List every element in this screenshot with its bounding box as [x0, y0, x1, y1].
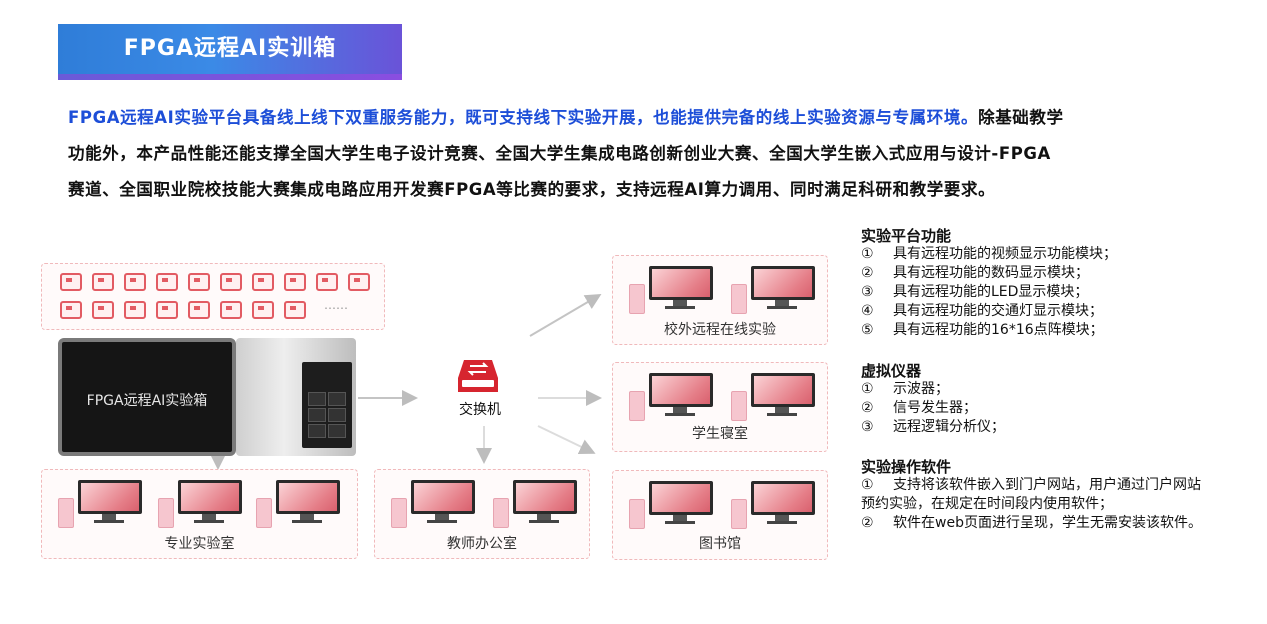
teacher-office-box: 教师办公室 [374, 469, 590, 559]
server-front-panel [302, 362, 352, 448]
virtual-instruments-title: 虚拟仪器 [861, 362, 922, 380]
chip-icon [156, 273, 178, 291]
chip-icon [252, 273, 274, 291]
arrow-switch-to-remote [529, 293, 602, 337]
computer-icon [158, 480, 246, 528]
computer-icon [629, 373, 717, 421]
chip-icon [348, 273, 370, 291]
computer-icon [493, 480, 581, 528]
office-box-label: 教师办公室 [447, 536, 517, 552]
intro-line-1: FPGA远程AI实验平台具备线上线下双重服务能力，既可支持线下实验开展，也能提供… [68, 100, 1248, 136]
intro-line1-rest: 除基础教学 [978, 108, 1064, 127]
remote-box-label: 校外远程在线实验 [664, 322, 776, 338]
chip-icon [284, 273, 306, 291]
professional-lab-box: 专业实验室 [41, 469, 358, 559]
computer-icon [58, 480, 146, 528]
student-dorm-box: 学生寝室 [612, 362, 828, 452]
chip-icon [92, 273, 114, 291]
computer-icon [731, 373, 819, 421]
banner-title: FPGA远程AI实训箱 [123, 36, 337, 61]
library-box-label: 图书馆 [699, 536, 741, 552]
intro-paragraph: FPGA远程AI实验平台具备线上线下双重服务能力，既可支持线下实验开展，也能提供… [68, 100, 1248, 208]
computer-icon [731, 481, 819, 529]
chip-icon [156, 301, 178, 319]
software-item-continued: 预约实验，在规定在时间段内使用软件； [861, 496, 1113, 512]
chip-icon [124, 301, 146, 319]
chip-icon [188, 273, 210, 291]
intro-highlight: FPGA远程AI实验平台具备线上线下双重服务能力，既可支持线下实验开展，也能提供… [68, 108, 979, 127]
library-box: 图书馆 [612, 470, 828, 560]
fpga-experiment-case: FPGA远程AI实验箱 [58, 338, 236, 456]
software-title: 实验操作软件 [861, 458, 952, 476]
chip-icon [220, 273, 242, 291]
chip-icon [124, 273, 146, 291]
lab-box-label: 专业实验室 [164, 536, 235, 552]
intro-line-3: 赛道、全国职业院校技能大赛集成电路应用开发赛FPGA等比赛的要求，支持远程AI算… [68, 180, 996, 199]
network-switch-icon [458, 360, 498, 392]
diagram-connectors [210, 293, 602, 470]
title-banner: FPGA远程AI实训箱 [58, 24, 402, 80]
dorm-box-label: 学生寝室 [692, 426, 748, 442]
computer-icon [731, 266, 819, 314]
computer-icon [256, 480, 344, 528]
chip-icon [252, 301, 274, 319]
switch-label: 交换机 [459, 402, 501, 418]
intro-line-2: 功能外，本产品性能还能支撑全国大学生电子设计竞赛、全国大学生集成电路创新创业大赛… [68, 144, 1051, 163]
chip-icon [284, 301, 306, 319]
fpga-chip-array: …… [41, 263, 385, 330]
platform-features-title: 实验平台功能 [861, 227, 952, 245]
computer-icon [391, 480, 479, 528]
arrow-switch-to-library [537, 425, 596, 455]
chip-icon [316, 273, 338, 291]
remote-online-box: 校外远程在线实验 [612, 255, 828, 345]
chip-icon [92, 301, 114, 319]
computer-icon [629, 481, 717, 529]
server-tower [236, 338, 356, 456]
chip-icon [60, 301, 82, 319]
computer-icon [629, 266, 717, 314]
chip-icon [188, 301, 210, 319]
case-label: FPGA远程AI实验箱 [86, 393, 208, 409]
chip-icon [220, 301, 242, 319]
ellipsis: …… [324, 298, 348, 312]
chip-icon [60, 273, 82, 291]
